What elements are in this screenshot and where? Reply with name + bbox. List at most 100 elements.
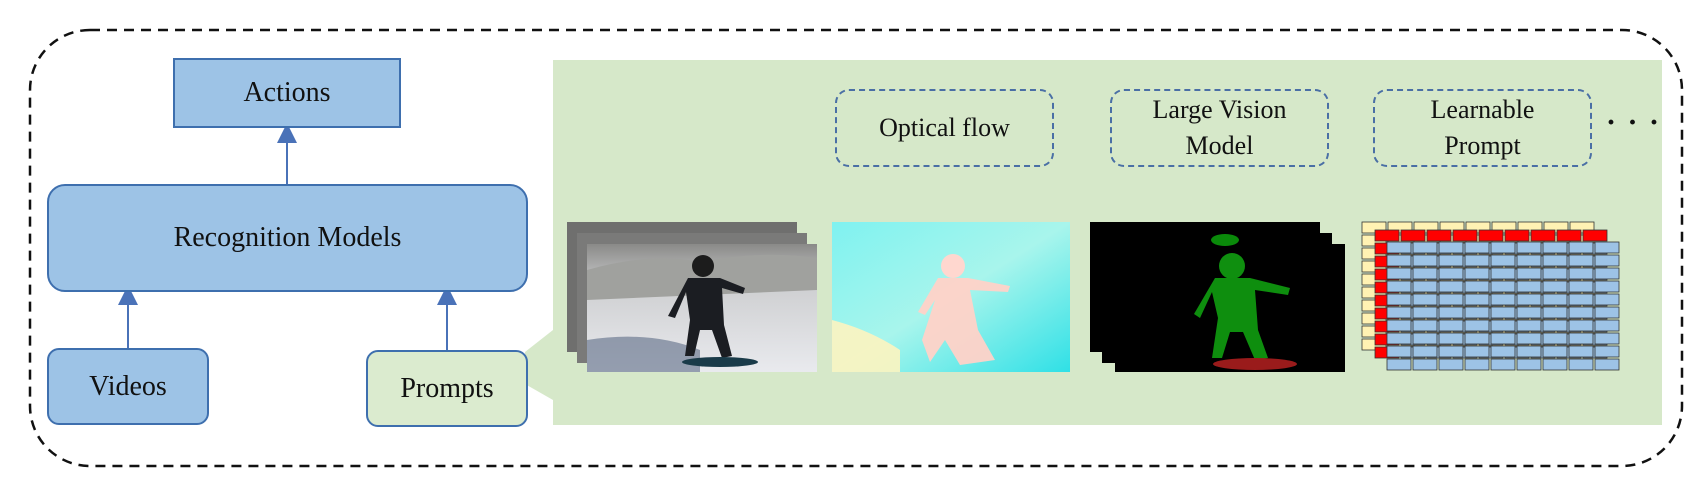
prompt-cell-front — [1490, 319, 1516, 332]
prompt-cell-front — [1568, 319, 1594, 332]
prompt-cell-mid — [1530, 229, 1556, 242]
prompt-cell-front — [1516, 267, 1542, 280]
prompt-cell-front — [1412, 306, 1438, 319]
prompt-cell-front — [1568, 280, 1594, 293]
prompt-cell-front — [1568, 241, 1594, 254]
prompt-cell-front — [1464, 345, 1490, 358]
prompt-cell-front — [1412, 332, 1438, 345]
prompt-type-label: Optical flow — [879, 113, 1010, 142]
prompt-cell-front — [1594, 241, 1620, 254]
prompt-cell-front — [1438, 345, 1464, 358]
prompt-cell-front — [1490, 345, 1516, 358]
prompt-cell-mid — [1426, 229, 1452, 242]
prompt-cell-front — [1568, 332, 1594, 345]
prompt-cell-front — [1490, 293, 1516, 306]
prompt-cell-front — [1386, 358, 1412, 371]
actions-box: Actions — [173, 58, 401, 128]
prompt-type-label: Learnable Prompt — [1430, 95, 1535, 160]
prompt-cell-mid — [1504, 229, 1530, 242]
prompt-cell-front — [1542, 241, 1568, 254]
prompt-cell-front — [1542, 254, 1568, 267]
prompt-cell-front — [1386, 306, 1412, 319]
prompt-cell-front — [1594, 306, 1620, 319]
prompt-cell-front — [1542, 280, 1568, 293]
prompt-cell-front — [1412, 241, 1438, 254]
prompt-cell-back — [1361, 221, 1387, 234]
optical-flow-image — [832, 222, 1070, 372]
prompt-cell-front — [1386, 319, 1412, 332]
prompt-cell-mid — [1374, 229, 1400, 242]
prompt-cell-front — [1594, 267, 1620, 280]
prompt-cell-front — [1542, 267, 1568, 280]
learnable-prompt-grid — [1361, 221, 1620, 371]
prompt-cell-front — [1438, 332, 1464, 345]
prompt-cell-front — [1386, 345, 1412, 358]
prompt-cell-front — [1516, 332, 1542, 345]
prompt-cell-front — [1464, 293, 1490, 306]
prompt-cell-front — [1594, 280, 1620, 293]
prompt-cell-front — [1490, 358, 1516, 371]
prompt-cell-front — [1490, 332, 1516, 345]
prompt-cell-front — [1438, 241, 1464, 254]
prompt-cell-back — [1543, 221, 1569, 234]
prompt-cell-front — [1412, 280, 1438, 293]
prompt-cell-front — [1464, 267, 1490, 280]
prompt-cell-front — [1412, 345, 1438, 358]
prompt-type-learnable-prompt: Learnable Prompt — [1373, 89, 1592, 167]
prompt-cell-front — [1490, 306, 1516, 319]
segmentation-mask-image — [1090, 222, 1345, 372]
prompt-cell-mid — [1400, 229, 1426, 242]
prompt-cell-front — [1412, 319, 1438, 332]
prompt-cell-front — [1542, 358, 1568, 371]
prompt-cell-back — [1517, 221, 1543, 234]
prompt-cell-front — [1542, 319, 1568, 332]
prompt-cell-front — [1386, 332, 1412, 345]
prompt-cell-front — [1594, 319, 1620, 332]
prompt-cell-front — [1516, 345, 1542, 358]
prompt-cell-front — [1438, 319, 1464, 332]
prompt-cell-mid — [1556, 229, 1582, 242]
prompt-cell-front — [1464, 332, 1490, 345]
prompt-cell-front — [1464, 319, 1490, 332]
prompt-cell-front — [1464, 241, 1490, 254]
prompt-cell-mid — [1452, 229, 1478, 242]
recognition-models-label: Recognition Models — [173, 222, 402, 253]
prompt-cell-mid — [1478, 229, 1504, 242]
prompt-cell-back — [1491, 221, 1517, 234]
prompt-cell-front — [1412, 254, 1438, 267]
prompt-cell-front — [1568, 306, 1594, 319]
prompt-cell-front — [1438, 267, 1464, 280]
outer-frame — [28, 28, 1684, 468]
prompt-cell-front — [1516, 306, 1542, 319]
prompt-cell-front — [1594, 293, 1620, 306]
prompt-cell-front — [1516, 319, 1542, 332]
prompt-cell-front — [1542, 306, 1568, 319]
prompt-cell-front — [1438, 358, 1464, 371]
prompt-cell-front — [1438, 293, 1464, 306]
recognition-models-box: Recognition Models — [47, 184, 528, 292]
prompt-cell-front — [1490, 280, 1516, 293]
prompt-cell-front — [1516, 254, 1542, 267]
prompt-cell-back — [1439, 221, 1465, 234]
prompt-type-large-vision-model: Large Vision Model — [1110, 89, 1329, 167]
prompt-cell-front — [1490, 267, 1516, 280]
video-frames-image — [567, 222, 817, 372]
prompt-panel-wedge — [525, 330, 553, 400]
prompt-cell-front — [1516, 280, 1542, 293]
prompt-cell-front — [1412, 293, 1438, 306]
prompts-label: Prompts — [400, 372, 494, 404]
prompt-cell-front — [1438, 280, 1464, 293]
prompt-cell-front — [1594, 332, 1620, 345]
prompt-cell-front — [1594, 358, 1620, 371]
prompt-cell-front — [1542, 332, 1568, 345]
prompt-cell-front — [1490, 241, 1516, 254]
prompt-cell-front — [1464, 280, 1490, 293]
prompt-type-optical-flow: Optical flow — [835, 89, 1054, 167]
prompt-cell-front — [1438, 254, 1464, 267]
prompt-cell-front — [1386, 241, 1412, 254]
prompt-cell-front — [1568, 293, 1594, 306]
prompt-cell-front — [1516, 358, 1542, 371]
prompt-cell-front — [1464, 358, 1490, 371]
prompt-cell-back — [1387, 221, 1413, 234]
videos-box: Videos — [47, 348, 209, 425]
